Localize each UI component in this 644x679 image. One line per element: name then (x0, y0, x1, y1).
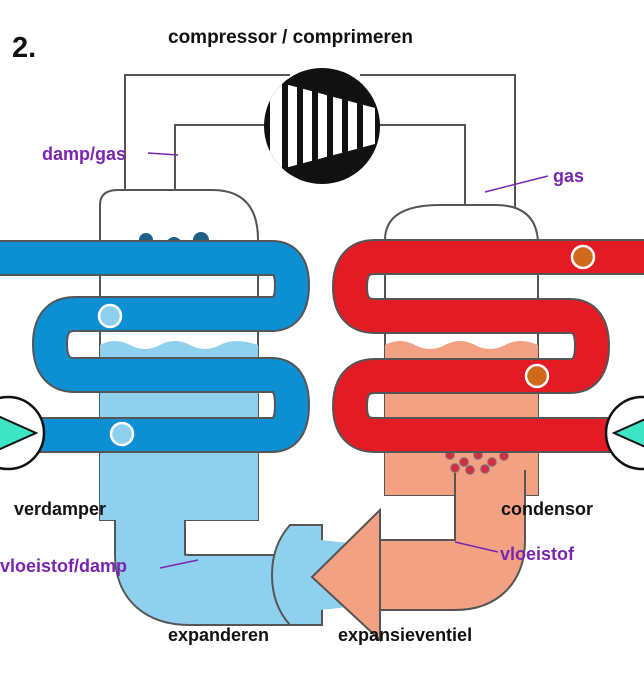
expansion-valve-icon (270, 507, 381, 643)
diagram-title: compressor / comprimeren (168, 27, 413, 48)
label-condensor: condensor (501, 499, 594, 519)
label-gas: gas (553, 166, 585, 186)
evaporator-coil (0, 240, 311, 453)
label-damp-gas: damp/gas (42, 144, 127, 164)
gas-pipes (124, 74, 516, 210)
label-expansieventiel: expansieventiel (338, 625, 473, 645)
label-vloeistof: vloeistof (500, 544, 575, 564)
compressor-icon (264, 68, 380, 184)
label-verdamper: verdamper (14, 499, 107, 519)
pump-icon (0, 395, 46, 471)
step-number: 2. (12, 32, 37, 64)
condenser-coil (331, 239, 644, 453)
label-expanderen: expanderen (168, 625, 270, 645)
leader-lines (147, 152, 549, 569)
pump-icon (604, 395, 644, 471)
label-vloeistof-damp: vloeistof/damp (0, 556, 128, 576)
